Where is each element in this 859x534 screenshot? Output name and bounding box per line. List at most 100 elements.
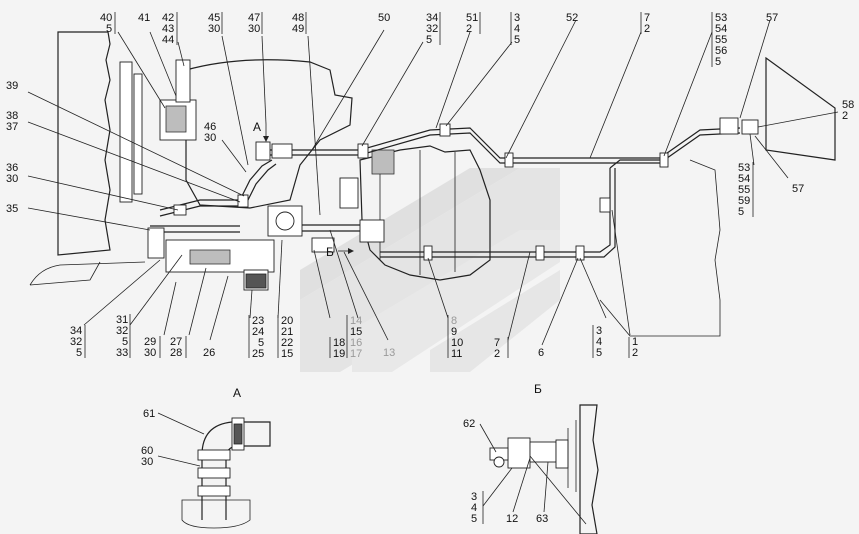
callout-1-b: 2: [632, 347, 638, 359]
callout-29-b: 30: [144, 347, 156, 359]
callout-34t-b: 32: [426, 23, 438, 35]
callout-48-a: 48: [292, 12, 304, 24]
callout-47-b: 30: [248, 23, 260, 35]
callout-51-a: 51: [466, 12, 478, 24]
callout-42-b: 43: [162, 23, 174, 35]
callout-53r-d: 59: [738, 195, 750, 207]
callout-23-d: 25: [252, 348, 264, 360]
detail-a-title: А: [233, 386, 241, 400]
callout-1-a: 1: [632, 336, 638, 348]
callouts-bottom: 34 32 5 31 32 5 33 29 30 27 28 26 23 24 …: [70, 314, 638, 360]
callout-45-a: 45: [208, 12, 220, 24]
callout-20-a: 20: [281, 315, 293, 327]
callouts-right: 58 2 53 54 55 59 5 57: [738, 99, 854, 218]
callout-8-a: 8: [451, 315, 457, 327]
callout-48-b: 49: [292, 23, 304, 35]
callout-53t-b: 54: [715, 23, 727, 35]
callout-57t: 57: [766, 12, 778, 24]
callout-62: 62: [463, 418, 475, 430]
callout-34t-c: 5: [426, 34, 432, 46]
view-b-arrow-label: Б: [326, 245, 334, 259]
callout-52: 52: [566, 12, 578, 24]
callouts-top: 40 5 41 42 43 44 45 30 47 30 48 49 50 34…: [100, 12, 778, 68]
callout-14-b: 15: [350, 326, 362, 338]
callout-45-b: 30: [208, 23, 220, 35]
callout-57r: 57: [792, 183, 804, 195]
callout-20-d: 15: [281, 348, 293, 360]
callout-35: 35: [6, 203, 18, 215]
callout-34b-b: 32: [70, 336, 82, 348]
leader-lines: [27, 19, 839, 346]
callout-50: 50: [378, 12, 390, 24]
callout-23-c: 5: [258, 337, 264, 349]
callout-31-b: 32: [116, 325, 128, 337]
callout-26: 26: [203, 347, 215, 359]
callout-46-b: 30: [204, 132, 216, 144]
callout-7t-a: 7: [644, 12, 650, 24]
callout-8-d: 11: [451, 348, 462, 360]
callout-8-b: 9: [451, 326, 457, 338]
callout-47-a: 47: [248, 12, 260, 24]
callout-345d-b: 4: [471, 502, 477, 514]
callout-underlines-top: [114, 12, 713, 67]
callout-36-b: 30: [6, 173, 18, 185]
callout-36-a: 36: [6, 162, 18, 174]
callout-53t-d: 56: [715, 45, 727, 57]
callout-20-b: 21: [281, 326, 293, 338]
callout-58-b: 2: [842, 110, 848, 122]
callout-29-a: 29: [144, 336, 156, 348]
frame-left: [29, 261, 146, 286]
watermark-logo: [300, 168, 560, 372]
callout-14-c: 16: [350, 337, 362, 349]
detail-b-title: Б: [534, 382, 542, 396]
radiator: [57, 31, 143, 256]
brake-pipes: [150, 127, 741, 258]
callout-51-b: 2: [466, 23, 472, 35]
callout-40-a: 40: [100, 12, 112, 24]
callout-53r-b: 54: [738, 173, 750, 185]
callout-39: 39: [6, 80, 18, 92]
gearbox: [339, 145, 491, 281]
callout-38-a: 38: [6, 110, 18, 122]
callout-60-b: 30: [141, 456, 153, 468]
callout-3t-a: 3: [514, 12, 520, 24]
callout-7b-a: 7: [494, 337, 500, 349]
callout-53t-c: 55: [715, 34, 727, 46]
callout-53t-a: 53: [715, 12, 727, 24]
callout-34b-a: 34: [70, 325, 82, 337]
callout-12: 12: [506, 513, 518, 525]
callout-34b-c: 5: [76, 347, 82, 359]
view-a-arrow-label: А: [253, 120, 261, 134]
callout-3b-c: 5: [596, 347, 602, 359]
callout-53r-c: 55: [738, 184, 750, 196]
callout-345d-c: 5: [471, 513, 477, 525]
detail-b: Б 62 3 4 5 12 63: [463, 382, 599, 534]
detail-a: А 61 60 30: [141, 386, 271, 529]
engine-block: [159, 59, 353, 209]
callout-3t-c: 5: [514, 34, 520, 46]
callout-60-a: 60: [141, 445, 153, 457]
callout-38-b: 37: [6, 121, 18, 133]
callout-53t-e: 5: [715, 56, 721, 68]
callout-58-a: 58: [842, 99, 854, 111]
callout-18-b: 19: [333, 348, 345, 360]
callout-14-d: 17: [350, 348, 362, 360]
callouts-left: 39 38 37 36 30 35 46 30: [6, 80, 216, 215]
callout-31-c: 5: [122, 336, 128, 348]
callout-53r-a: 53: [738, 162, 750, 174]
callout-40-b: 5: [106, 23, 112, 35]
callout-61: 61: [143, 408, 155, 420]
callout-42-c: 44: [162, 34, 174, 46]
callout-20-c: 22: [281, 337, 293, 349]
view-a-marker: А: [253, 120, 269, 142]
callout-31-d: 33: [116, 347, 128, 359]
callout-underlines-bottom: [84, 314, 630, 358]
fittings: [147, 117, 759, 261]
callout-8-c: 10: [451, 337, 463, 349]
air-tank: [165, 239, 275, 291]
callout-7b-b: 2: [494, 348, 500, 360]
callout-3b-b: 4: [596, 336, 602, 348]
callout-46-a: 46: [204, 121, 216, 133]
